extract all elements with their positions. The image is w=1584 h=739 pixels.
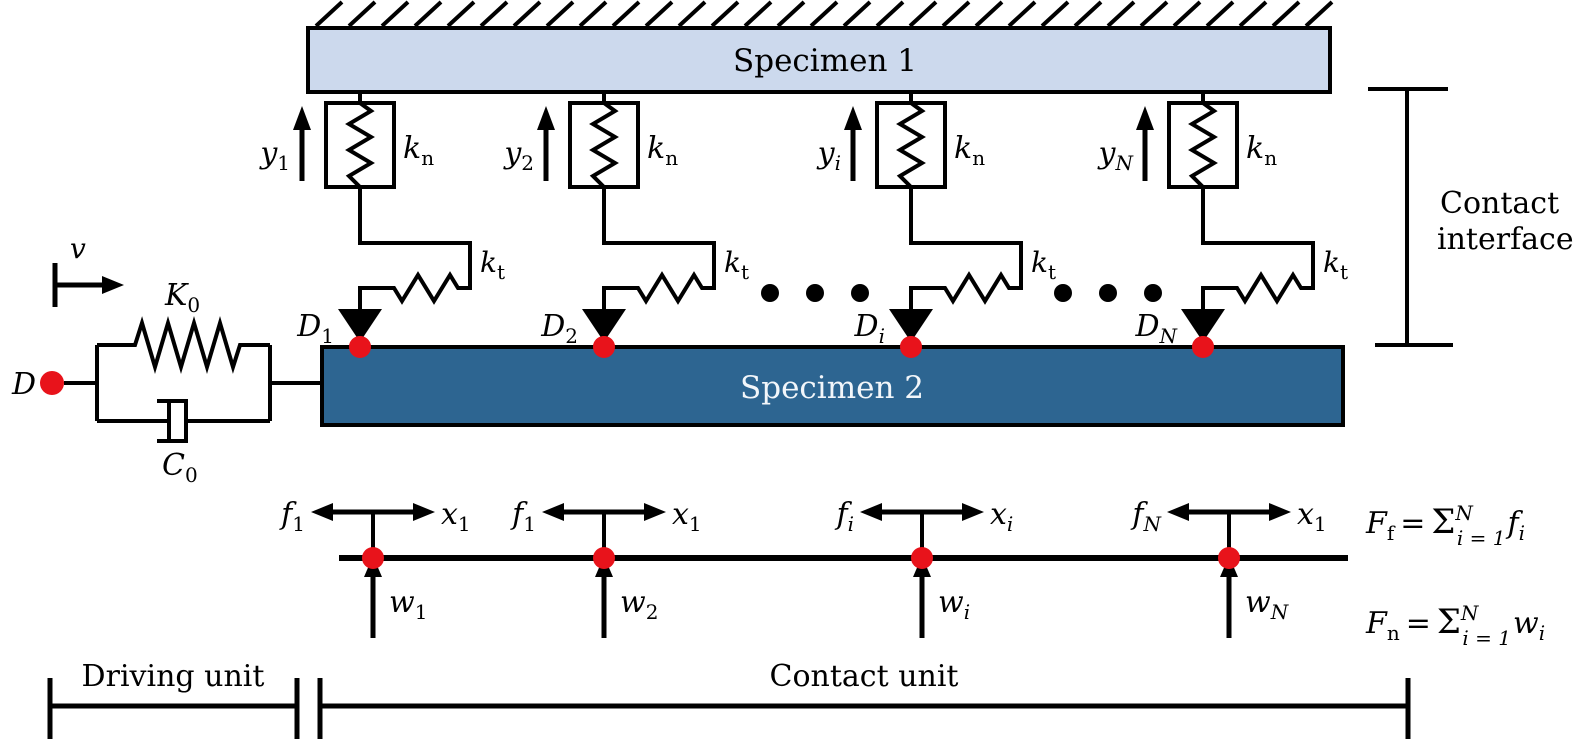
contact-interface-label-line2: interface <box>1437 222 1574 257</box>
normal-load-label: w1 <box>389 585 427 624</box>
friction-force-label: fN <box>1130 497 1162 536</box>
contact-element-1: y1 kn kt D1 <box>258 92 505 358</box>
kn-stiffness-label: kn <box>954 131 985 170</box>
y-displacement-label: yi <box>816 136 841 175</box>
contact-triangle-icon <box>889 309 933 342</box>
normal-load-label: wi <box>938 585 970 624</box>
contact-unit-label: Contact unit <box>770 659 959 694</box>
kt-stiffness-label: kt <box>724 246 749 284</box>
friction-force-label: f1 <box>279 497 305 536</box>
kt-spring-icon <box>602 187 716 312</box>
fixed-support-hatch-icon <box>314 0 1334 28</box>
force-node-2: f1 x1 w2 <box>510 497 702 638</box>
force-node-1: f1 x1 w1 <box>279 497 471 638</box>
driving-unit-label: Driving unit <box>82 659 265 694</box>
contact-element-N: yN kn kt DN <box>1097 92 1348 358</box>
driver-point-dot <box>40 371 64 395</box>
y-arrow-head-icon <box>293 106 311 130</box>
kt-spring-icon <box>909 187 1023 312</box>
friction-arrow-head-icon <box>311 503 333 521</box>
ellipsis-dots-right <box>1054 284 1162 302</box>
normal-load-label: w2 <box>620 585 658 624</box>
y-arrow-head-icon <box>844 106 862 130</box>
contact-point-label: D1 <box>296 309 334 348</box>
displacement-label: xi <box>990 497 1013 536</box>
kn-stiffness-label: kn <box>403 131 434 170</box>
displacement-arrow-head-icon <box>413 503 435 521</box>
velocity-label: v <box>70 232 86 265</box>
kt-stiffness-label: kt <box>480 246 505 284</box>
specimen1-bar <box>306 26 1332 94</box>
kn-stiffness-label: kn <box>647 131 678 170</box>
kt-stiffness-label: kt <box>1323 246 1348 284</box>
friction-arrow-head-icon <box>542 503 564 521</box>
displacement-arrow-head-icon <box>962 503 984 521</box>
y-displacement-label: y2 <box>502 136 534 175</box>
specimen2-label: Specimen 2 <box>740 370 924 406</box>
k0-stiffness-label: K0 <box>164 278 200 317</box>
contact-interface-label-line1: Contact <box>1440 186 1559 221</box>
friction-arrow-head-icon <box>860 503 882 521</box>
contact-interface-bracket <box>1368 87 1453 347</box>
y-displacement-label: y1 <box>258 136 290 175</box>
kt-stiffness-label: kt <box>1031 246 1056 284</box>
force-node-N: fN x1 wN <box>1130 497 1327 638</box>
node-dot <box>1218 547 1240 569</box>
node-dot <box>911 547 933 569</box>
kn-spring-icon <box>345 101 375 189</box>
friction-force-label: f1 <box>510 497 536 536</box>
driving-unit: v D K0 C0 <box>11 232 322 487</box>
contact-point-label: DN <box>1134 309 1178 348</box>
displacement-label: x1 <box>1297 497 1327 536</box>
kn-spring-icon <box>1188 101 1218 189</box>
kn-spring-icon <box>589 101 619 189</box>
c0-damping-label: C0 <box>162 448 198 487</box>
contact-triangle-icon <box>1181 309 1225 342</box>
force-node-i: fi xi wi <box>834 497 1013 638</box>
contact-point-label: D2 <box>540 309 578 348</box>
contact-point-dot-overlay <box>593 336 615 358</box>
kt-spring-icon <box>358 187 472 312</box>
displacement-label: x1 <box>441 497 471 536</box>
specimen2-bar <box>320 345 1345 427</box>
contact-point-dot-overlay <box>900 336 922 358</box>
contact-point-label: Di <box>854 309 885 348</box>
node-dot <box>362 547 384 569</box>
contact-element-i: yi kn kt Di <box>816 92 1056 358</box>
ellipsis-dots-left <box>761 284 869 302</box>
contact-triangle-icon <box>338 309 382 342</box>
k0-spring-icon <box>97 315 270 375</box>
velocity-arrow-head-icon <box>102 276 124 294</box>
friction-arrow-head-icon <box>1167 503 1189 521</box>
displacement-arrow-head-icon <box>1269 503 1291 521</box>
node-dot <box>593 547 615 569</box>
kt-spring-icon <box>1201 187 1315 312</box>
displacement-label: x1 <box>672 497 702 536</box>
y-arrow-head-icon <box>1136 106 1154 130</box>
kn-spring-icon <box>896 101 926 189</box>
contact-point-dot-overlay <box>349 336 371 358</box>
driving-unit-bracket <box>47 678 300 739</box>
contact-triangle-icon <box>582 309 626 342</box>
displacement-arrow-head-icon <box>644 503 666 521</box>
contact-unit-bracket <box>317 678 1411 739</box>
normal-load-label: wN <box>1245 585 1290 624</box>
contact-point-dot-overlay <box>1192 336 1214 358</box>
y-displacement-label: yN <box>1097 136 1135 175</box>
contact-element-2: y2 kn kt D2 <box>502 92 749 358</box>
kn-stiffness-label: kn <box>1246 131 1277 170</box>
c0-damper-icon <box>97 399 270 443</box>
driver-point-label: D <box>11 367 36 402</box>
specimen1-label: Specimen 1 <box>733 43 917 79</box>
y-arrow-head-icon <box>537 106 555 130</box>
friction-force-label: fi <box>834 497 854 536</box>
